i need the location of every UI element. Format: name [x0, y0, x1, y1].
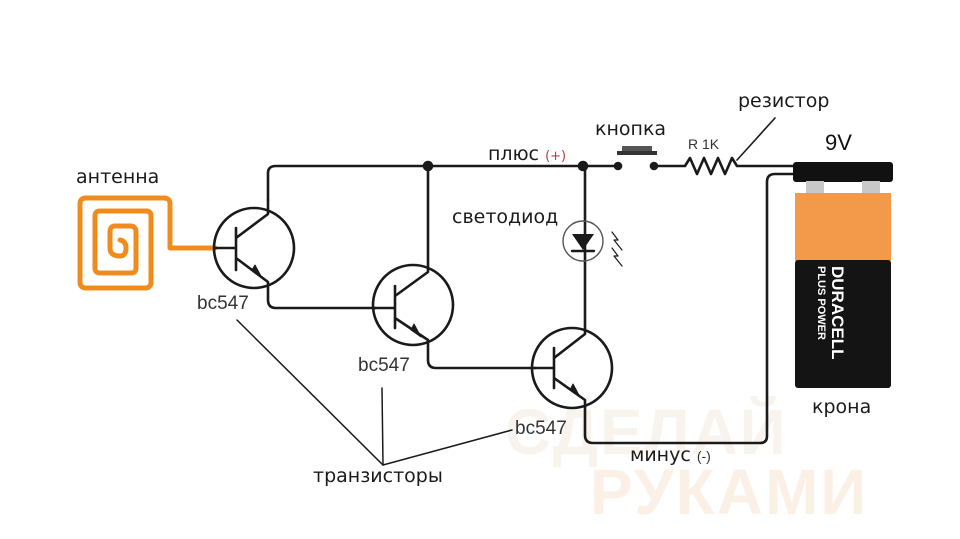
transistors-label: транзисторы	[313, 465, 443, 487]
transistor-1-symbol	[212, 198, 377, 310]
push-button-cap	[622, 146, 652, 151]
battery-top	[795, 193, 891, 261]
antenna-label: антенна	[76, 166, 160, 188]
battery-terminal	[862, 181, 880, 195]
battery-subtitle: PLUS POWER	[815, 266, 827, 340]
minus-text: минус	[630, 444, 691, 466]
transistor-2-model: bc547	[358, 355, 410, 376]
resistor-value-label: R 1K	[688, 136, 720, 152]
button-label: кнопка	[595, 118, 667, 140]
led-label: светодиод	[452, 206, 559, 228]
led-light-ray	[611, 231, 623, 267]
battery-brand: DURACELL	[828, 266, 847, 360]
antenna-coil	[77, 195, 218, 291]
plus-label: плюс (+)	[488, 143, 566, 165]
battery-terminal	[806, 181, 824, 195]
battery-body	[795, 260, 891, 388]
plus-text: плюс	[488, 143, 540, 165]
minus-label: минус (-)	[630, 444, 711, 466]
resistor-symbol	[652, 156, 802, 176]
transistor-callout-lines	[236, 319, 513, 466]
watermark-line2: РУКАМИ	[590, 456, 869, 528]
battery-label: крона	[812, 396, 872, 418]
battery-9v: DURACELL PLUS POWER	[793, 162, 893, 388]
minus-sign: (-)	[696, 448, 711, 464]
watermark-line1: СДЕЛАЙ	[505, 396, 788, 468]
led-symbol	[562, 220, 623, 267]
resistor-label: резистор	[738, 90, 830, 112]
resistor-pointer-line	[736, 117, 776, 161]
button-contact	[613, 161, 623, 171]
transistor-3-symbol	[530, 164, 802, 445]
plus-rail-wire	[266, 164, 620, 202]
battery-cap	[793, 162, 893, 182]
voltage-label: 9V	[825, 130, 852, 155]
push-button-bar	[617, 151, 657, 155]
transistor-1-model: bc547	[197, 293, 249, 314]
plus-sign: (+)	[545, 149, 567, 164]
transistor-3-model: bc547	[515, 418, 567, 439]
transistor-2-symbol	[371, 164, 537, 370]
